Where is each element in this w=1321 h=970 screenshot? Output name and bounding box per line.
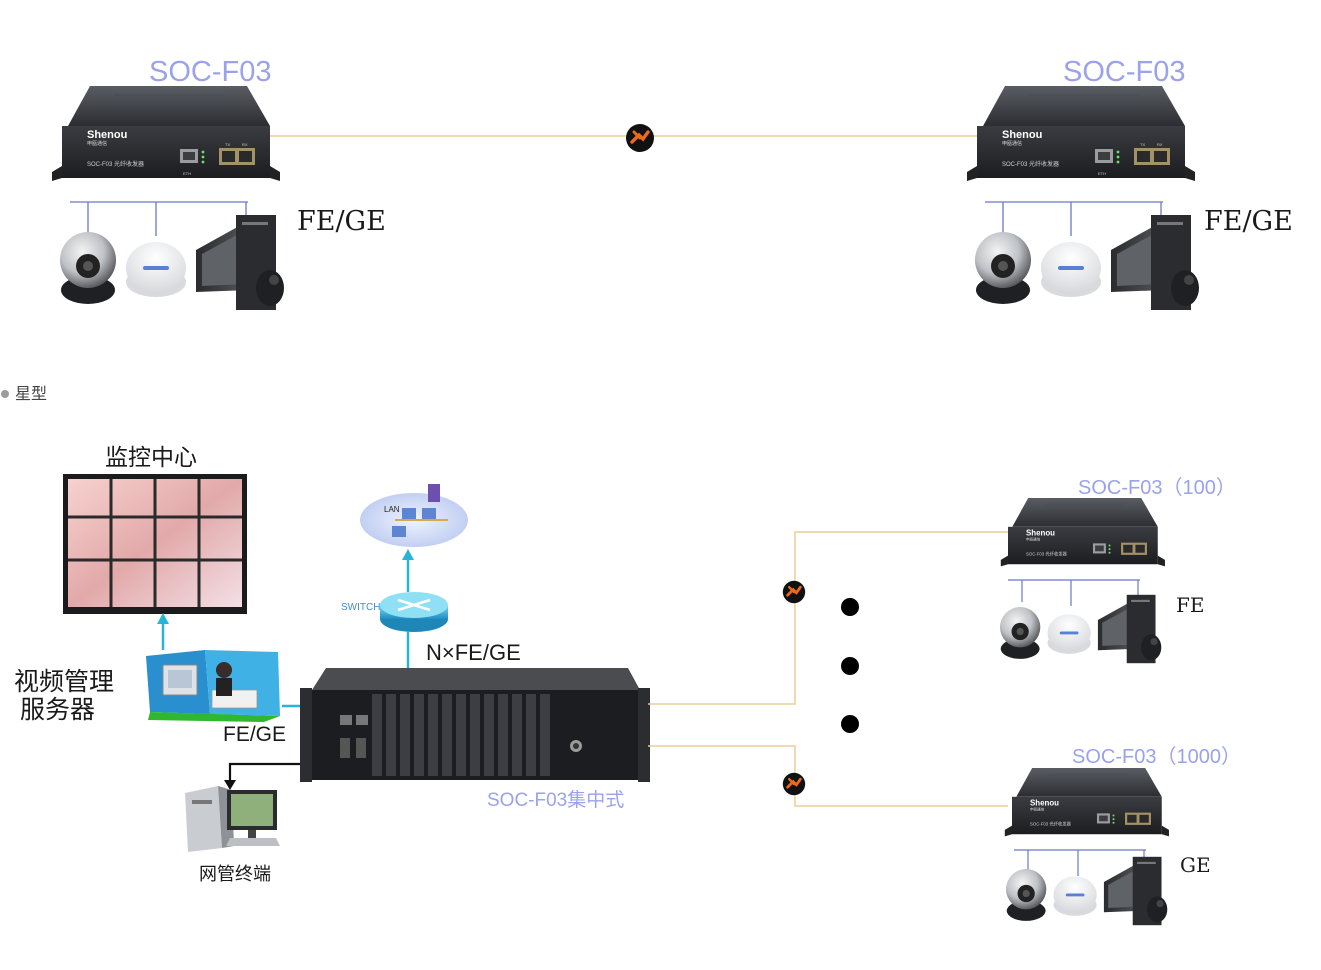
- right-brand: Shenou: [1002, 129, 1042, 141]
- monitor-wall-icon: [63, 474, 247, 614]
- remote-top-transceiver: Shenou 申瓯通信 SOC-F03 光纤收发器: [1000, 498, 1165, 567]
- central-chassis-icon: [300, 668, 650, 782]
- fiber-line-top-remote: [648, 531, 1008, 705]
- fiber-connector-icon-top: [781, 579, 807, 605]
- ellipsis-dot: [841, 598, 859, 616]
- left-brand-cn: 申瓯通信: [87, 140, 107, 147]
- nms-terminal-icon: [185, 786, 280, 852]
- left-endpoints: [60, 215, 284, 310]
- star-topology: 监控中心 视频管理 服务器: [14, 444, 1241, 926]
- remote-bottom-brand-cn: 申瓯通信: [1030, 806, 1045, 811]
- left-model-label: SOC-F03: [149, 56, 271, 88]
- monitor-center-label: 监控中心: [105, 444, 197, 470]
- video-server-label-line2: 服务器: [20, 696, 95, 724]
- remote-bottom-brand: Shenou: [1030, 798, 1059, 807]
- left-panel-text: SOC-F03 光纤收发器: [87, 160, 144, 168]
- section-heading: 星型: [1, 385, 47, 403]
- lan-label: LAN: [384, 505, 400, 514]
- fiber-connector-icon: [624, 122, 656, 154]
- lan-cloud-icon: [360, 484, 468, 547]
- switch-label: SWITCH: [341, 602, 380, 613]
- remote-top-interface-label: FE: [1176, 593, 1204, 617]
- ellipsis-dot: [841, 657, 859, 675]
- fiber-connector-icon-bottom: [781, 771, 807, 797]
- top-point-to-point: Shenou 申瓯通信 SOC-F03 光纤收发器 ETH TX RX SOC-…: [52, 56, 1293, 310]
- right-transceiver: Shenou 申瓯通信 SOC-F03 光纤收发器 ETH TX RX: [967, 86, 1195, 181]
- remote-bottom-endpoints: [1006, 856, 1168, 926]
- switch-icon: [380, 592, 448, 632]
- left-eth-label: ETH: [183, 171, 191, 176]
- remote-bottom-model-label: SOC-F03（1000）: [1072, 745, 1241, 768]
- left-tx-label: TX: [225, 142, 230, 147]
- right-lan-bus: [985, 201, 1163, 236]
- remote-top-brand-cn: 申瓯通信: [1026, 536, 1041, 541]
- remote-bottom-transceiver: Shenou 申瓯通信 SOC-F03 光纤收发器: [1004, 768, 1169, 837]
- right-brand-cn: 申瓯通信: [1002, 140, 1022, 147]
- right-eth-label: ETH: [1098, 171, 1106, 176]
- left-interface-label: FE/GE: [297, 206, 386, 237]
- nms-label: 网管终端: [199, 864, 271, 884]
- uplink-label: N×FE/GE: [426, 640, 521, 665]
- remote-top-endpoints: [1000, 594, 1162, 664]
- section-title: 星型: [15, 385, 47, 403]
- right-interface-label: FE/GE: [1204, 206, 1293, 237]
- ellipsis-dot: [841, 715, 859, 733]
- left-transceiver: Shenou 申瓯通信 SOC-F03 光纤收发器 ETH TX RX: [52, 86, 280, 181]
- arrow-up-icon-lan: [402, 549, 414, 560]
- fe-ge-label: FE/GE: [223, 723, 286, 746]
- right-panel-text: SOC-F03 光纤收发器: [1002, 160, 1059, 168]
- remote-bottom-interface-label: GE: [1180, 853, 1211, 877]
- fiber-line-bottom-remote: [648, 745, 1008, 807]
- nms-link: [228, 762, 310, 782]
- video-server-label-line1: 视频管理: [14, 668, 114, 696]
- right-endpoints: [975, 215, 1199, 310]
- remote-top-lan-bus: [1008, 579, 1140, 606]
- arrow-up-icon: [157, 613, 169, 624]
- bullet-dot-icon: [1, 390, 9, 398]
- arrow-down-icon: [224, 780, 236, 790]
- remote-top-model-label: SOC-F03（100）: [1078, 476, 1236, 499]
- right-rx-label: RX: [1157, 142, 1163, 147]
- central-label: SOC-F03集中式: [487, 789, 624, 811]
- remote-bottom-panel-text: SOC-F03 光纤收发器: [1030, 821, 1072, 828]
- left-lan-bus: [70, 201, 248, 236]
- remote-top-panel-text: SOC-F03 光纤收发器: [1026, 551, 1068, 558]
- right-tx-label: TX: [1140, 142, 1145, 147]
- left-brand: Shenou: [87, 129, 127, 141]
- video-server-icon: [146, 650, 280, 722]
- right-model-label: SOC-F03: [1063, 56, 1185, 88]
- remote-bottom-lan-bus: [1014, 849, 1146, 876]
- remote-top-brand: Shenou: [1026, 528, 1055, 537]
- left-rx-label: RX: [242, 142, 248, 147]
